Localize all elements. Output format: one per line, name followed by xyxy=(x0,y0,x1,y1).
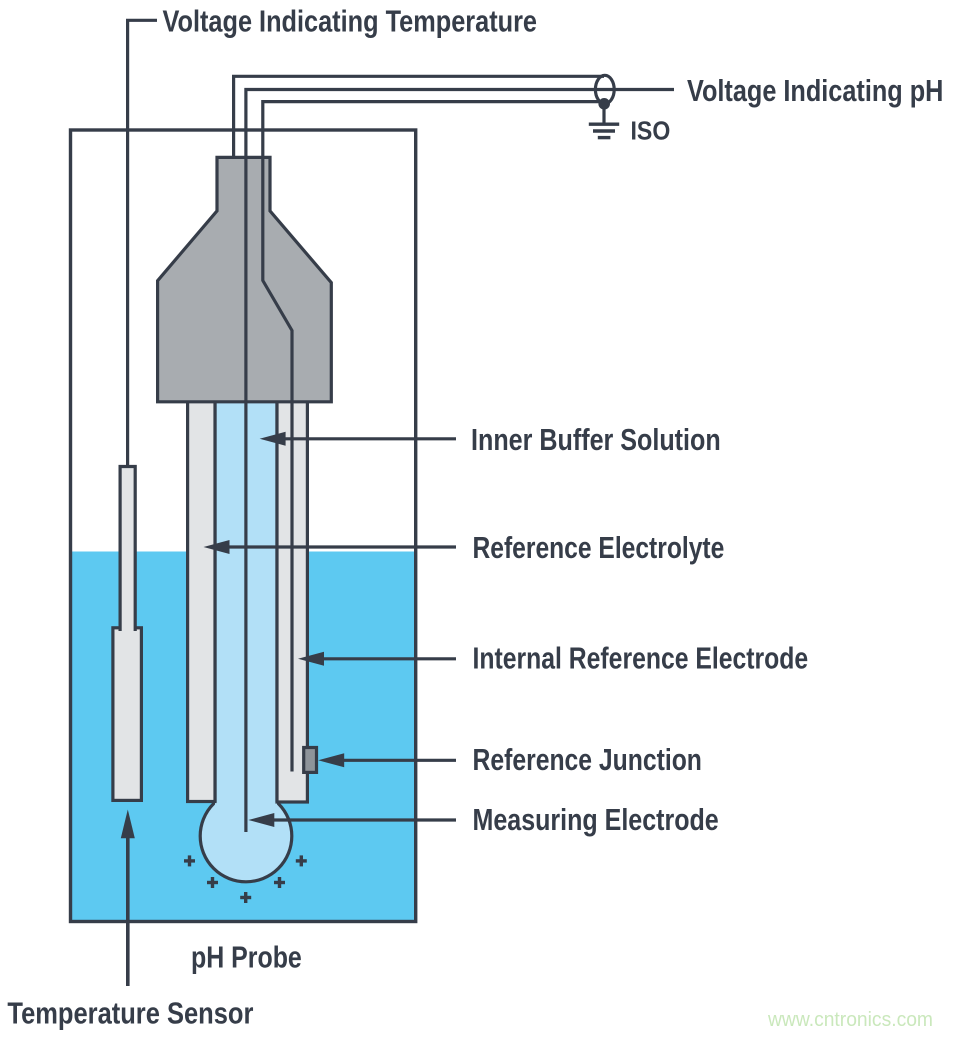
svg-text:Voltage Indicating pH: Voltage Indicating pH xyxy=(687,73,943,108)
svg-text:www.cntronics.com: www.cntronics.com xyxy=(767,1008,933,1031)
svg-text:Temperature Sensor: Temperature Sensor xyxy=(7,995,253,1030)
svg-text:Inner Buffer Solution: Inner Buffer Solution xyxy=(471,422,721,457)
svg-text:ISO: ISO xyxy=(631,118,671,146)
svg-text:Reference Junction: Reference Junction xyxy=(473,742,702,777)
svg-text:Measuring Electrode: Measuring Electrode xyxy=(473,802,719,837)
svg-text:pH Probe: pH Probe xyxy=(191,940,302,975)
svg-text:Voltage Indicating Temperature: Voltage Indicating Temperature xyxy=(163,4,538,39)
svg-text:Reference Electrolyte: Reference Electrolyte xyxy=(473,530,725,565)
svg-text:Internal Reference Electrode: Internal Reference Electrode xyxy=(473,640,809,675)
